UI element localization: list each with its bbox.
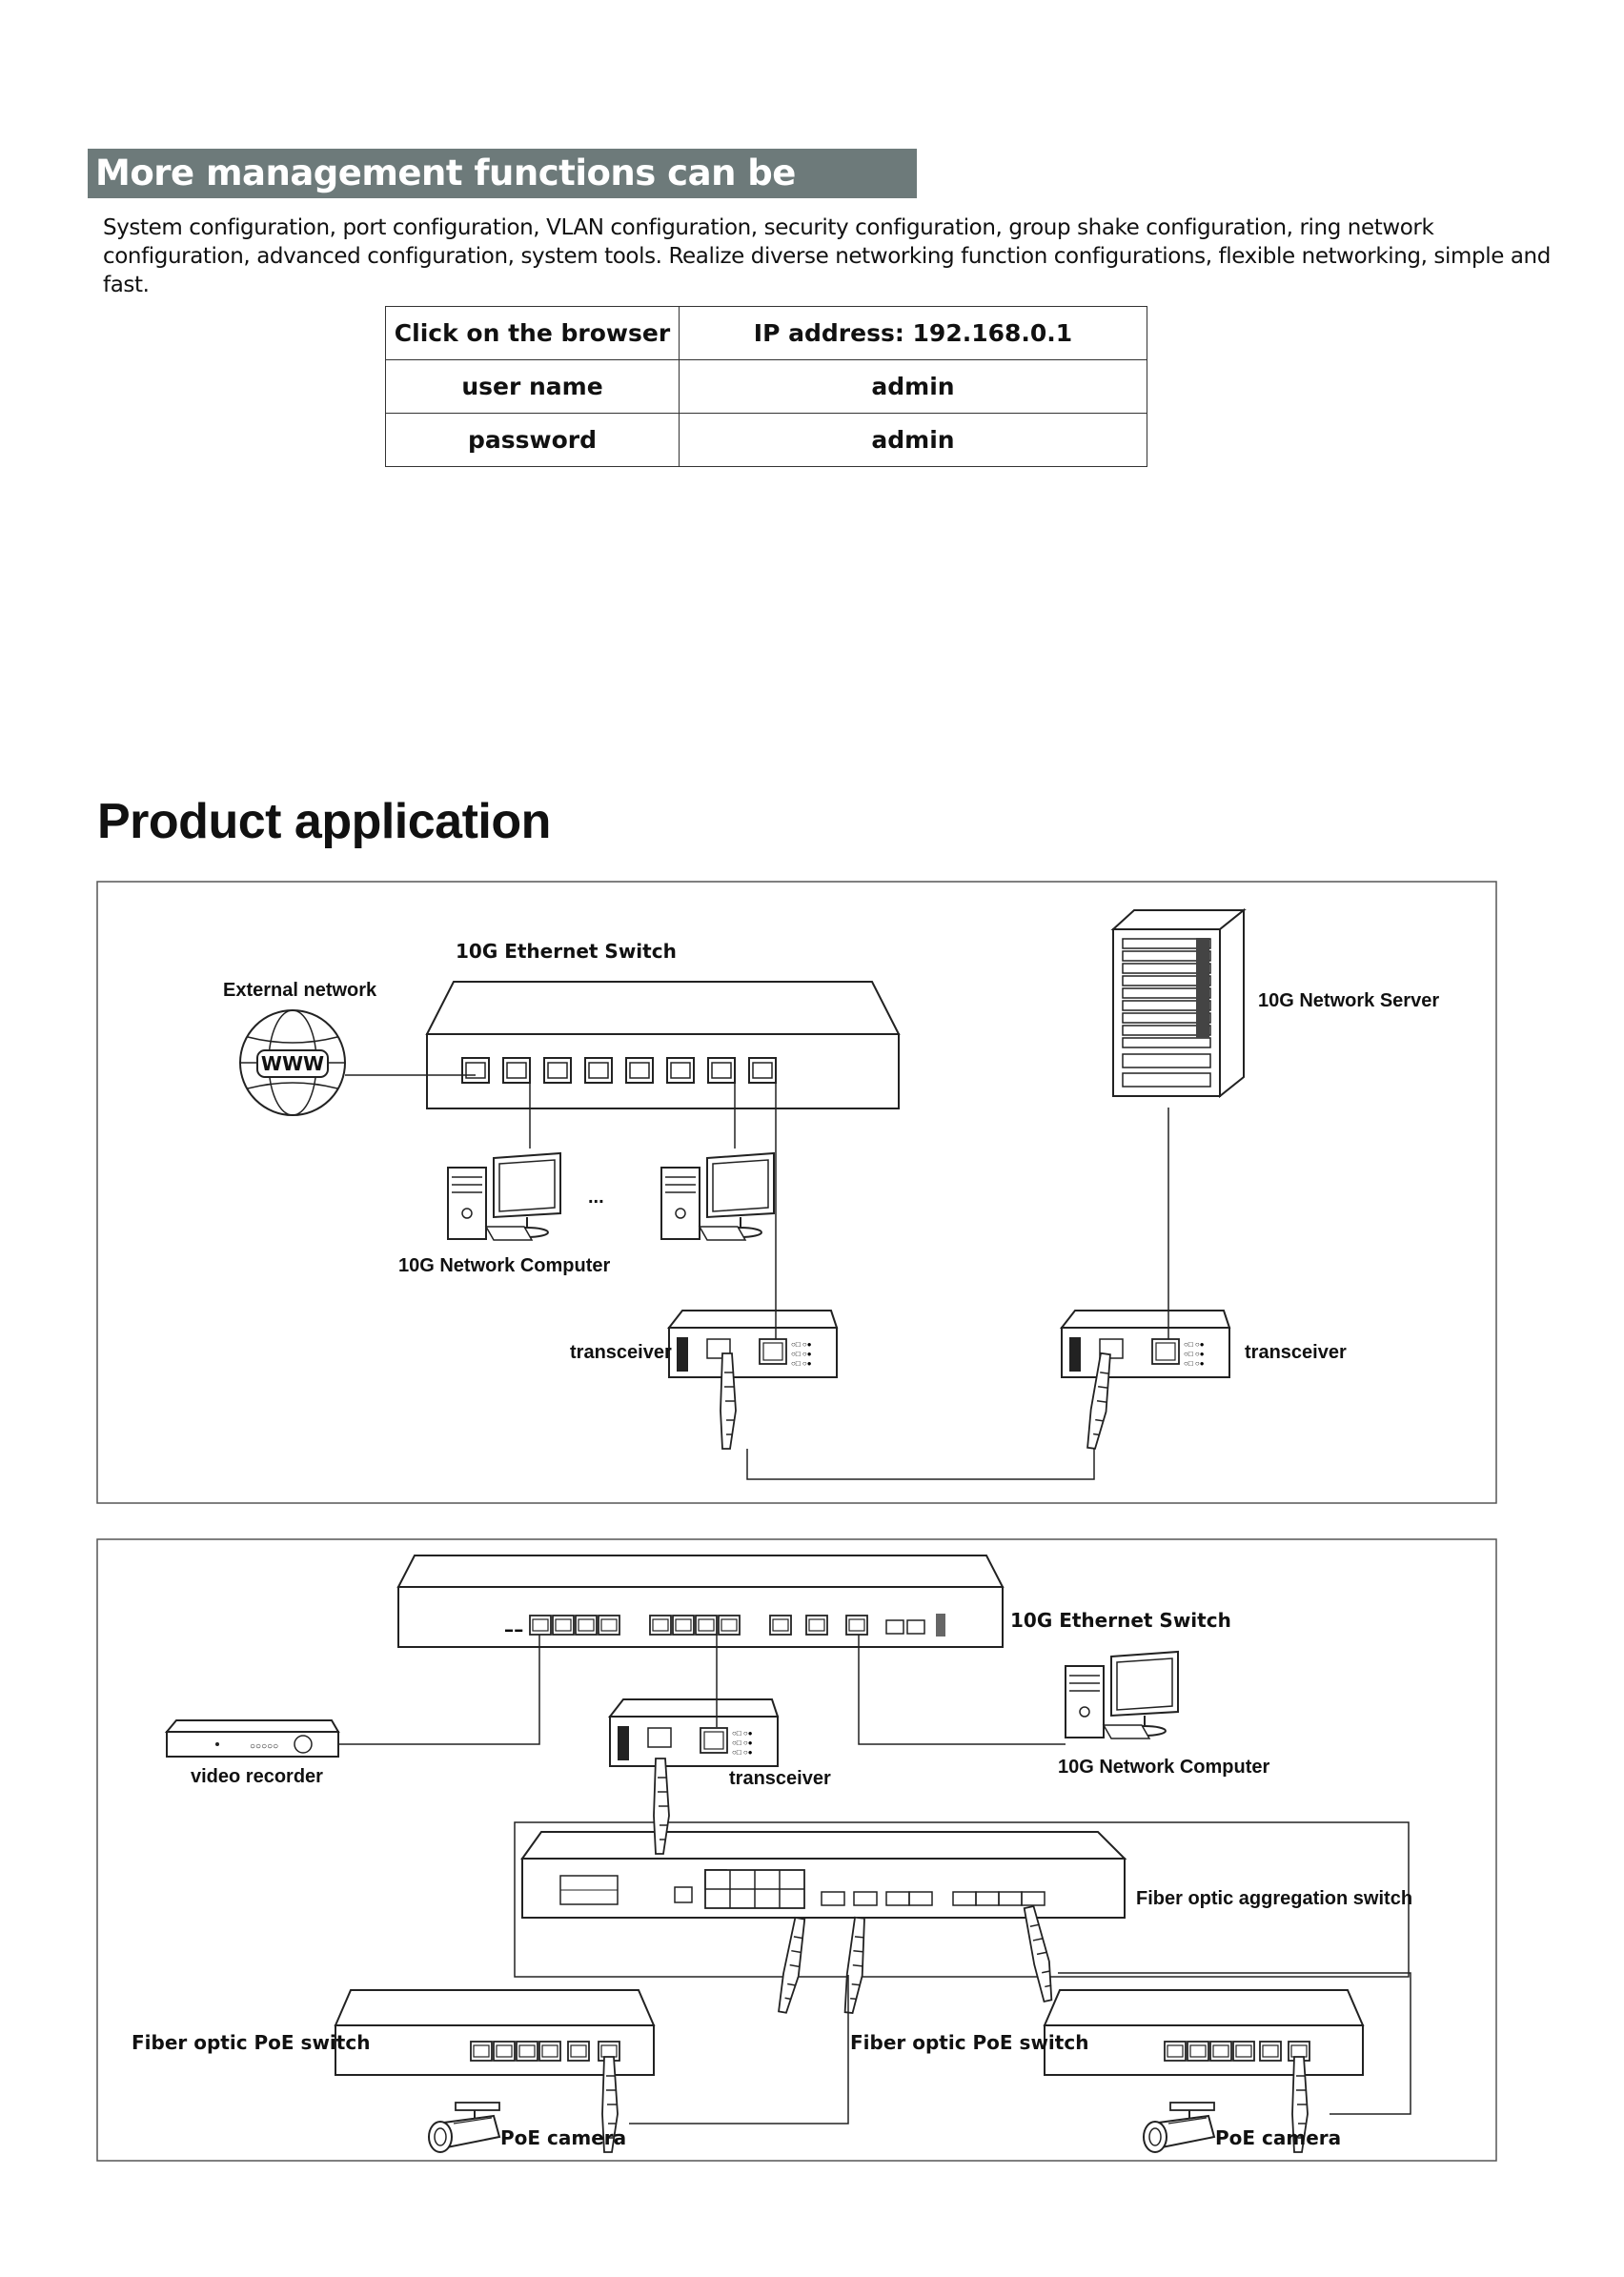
poe-switch-left bbox=[334, 1989, 656, 2076]
ellipsis: ... bbox=[588, 1187, 604, 1208]
camera-label: PoE camera bbox=[1215, 2126, 1341, 2149]
table-key: password bbox=[385, 413, 680, 467]
transceiver-label: transceiver bbox=[570, 1342, 672, 1363]
computer-icon bbox=[660, 1152, 775, 1241]
transceiver-left bbox=[668, 1310, 838, 1378]
aggregation-switch bbox=[520, 1831, 1127, 1919]
diagram-2-frame bbox=[96, 1538, 1497, 2162]
transceiver-label: transceiver bbox=[729, 1768, 831, 1789]
table-row: Click on the browser IP address: 192.168… bbox=[385, 306, 1147, 360]
ethernet-switch-2: ▬ ▬ bbox=[396, 1555, 1005, 1648]
poe-switch-label: Fiber optic PoE switch bbox=[132, 2031, 370, 2054]
section-banner: More management functions can be freely … bbox=[88, 149, 917, 243]
poe-switch-label: Fiber optic PoE switch bbox=[850, 2031, 1088, 2054]
camera-icon bbox=[428, 2102, 500, 2153]
transceiver-label: transceiver bbox=[1245, 1342, 1347, 1363]
transceiver-right bbox=[1061, 1310, 1230, 1378]
switch-label: 10G Ethernet Switch bbox=[456, 940, 677, 963]
globe-icon: WWW bbox=[239, 1009, 346, 1116]
computer-label: 10G Network Computer bbox=[398, 1255, 610, 1276]
computer-label: 10G Network Computer bbox=[1058, 1757, 1269, 1778]
computer-icon bbox=[1065, 1651, 1179, 1739]
diagram-1-frame bbox=[96, 881, 1497, 1504]
poe-switch-right bbox=[1043, 1989, 1365, 2076]
transceiver-middle bbox=[609, 1698, 779, 1767]
server-icon bbox=[1110, 907, 1247, 1099]
aggregation-switch-label: Fiber optic aggregation switch bbox=[1136, 1888, 1412, 1909]
table-row: password admin bbox=[385, 413, 1147, 467]
recorder-label: video recorder bbox=[191, 1766, 323, 1787]
intro-paragraph: System configuration, port configuration… bbox=[103, 215, 1551, 297]
ethernet-switch-1 bbox=[425, 981, 901, 1109]
table-key: Click on the browser bbox=[385, 306, 680, 360]
switch-label: 10G Ethernet Switch bbox=[1010, 1609, 1231, 1632]
computer-icon bbox=[447, 1152, 561, 1241]
table-value: admin bbox=[679, 413, 1147, 467]
external-network-label: External network bbox=[223, 980, 377, 1001]
svg-text:▬ ▬: ▬ ▬ bbox=[505, 1625, 522, 1634]
camera-icon bbox=[1143, 2102, 1215, 2153]
server-label: 10G Network Server bbox=[1258, 990, 1439, 1011]
login-table: Click on the browser IP address: 192.168… bbox=[385, 306, 1147, 467]
section-title: Product application bbox=[97, 794, 551, 849]
camera-label: PoE camera bbox=[500, 2126, 626, 2149]
video-recorder-icon: ○○○○○ bbox=[164, 1719, 340, 1758]
svg-text:○○○○○: ○○○○○ bbox=[250, 1741, 278, 1752]
www-text: WWW bbox=[261, 1052, 324, 1075]
